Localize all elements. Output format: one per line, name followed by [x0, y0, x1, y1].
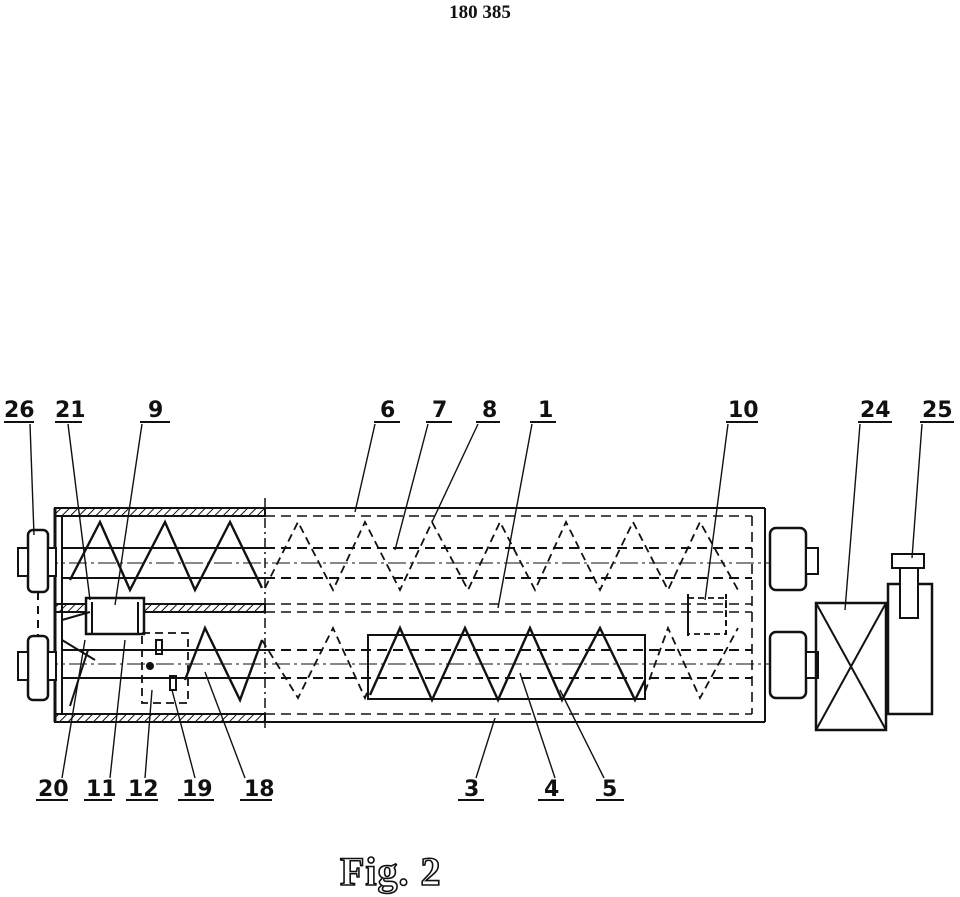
valve-box — [141, 632, 189, 704]
label-10: 10 — [728, 398, 759, 423]
lower-shaft — [40, 649, 820, 679]
label-6: 6 — [380, 398, 395, 423]
lower-bearing — [768, 630, 808, 700]
page-number: 180 385 — [449, 2, 511, 23]
label-11: 11 — [86, 777, 117, 802]
lower-screw-flight-hidden-right — [644, 625, 739, 701]
label-19: 19 — [182, 777, 213, 802]
lower-screw-flight-hidden — [261, 625, 369, 701]
upper-sprocket — [26, 528, 50, 594]
label-3: 3 — [464, 777, 479, 802]
label-5: 5 — [602, 777, 617, 802]
upper-screw-flight-hidden — [264, 519, 739, 593]
label-25: 25 — [922, 398, 953, 423]
lower-screw-flight-cutaway — [368, 625, 647, 703]
housing-bottom-wall — [54, 713, 266, 723]
figure-caption: Fig. 2 — [339, 848, 442, 895]
valve-point — [146, 662, 154, 670]
label-7: 7 — [432, 398, 447, 423]
label-4: 4 — [544, 777, 559, 802]
upper-bearing — [768, 526, 808, 592]
label-8: 8 — [482, 398, 497, 423]
label-9: 9 — [148, 398, 163, 423]
lower-sprocket — [26, 634, 50, 702]
gearbox — [814, 601, 888, 732]
upper-shaft — [40, 547, 820, 579]
cutaway-window — [367, 634, 646, 700]
label-21: 21 — [55, 398, 86, 423]
label-26: 26 — [4, 398, 35, 423]
upper-screw-flight — [68, 519, 264, 593]
label-1: 1 — [538, 398, 553, 423]
label-20: 20 — [38, 777, 69, 802]
lower-screw-flight — [183, 624, 264, 704]
label-12: 12 — [128, 777, 159, 802]
label-24: 24 — [860, 398, 891, 423]
housing-top-wall — [54, 507, 266, 517]
label-18: 18 — [244, 777, 275, 802]
